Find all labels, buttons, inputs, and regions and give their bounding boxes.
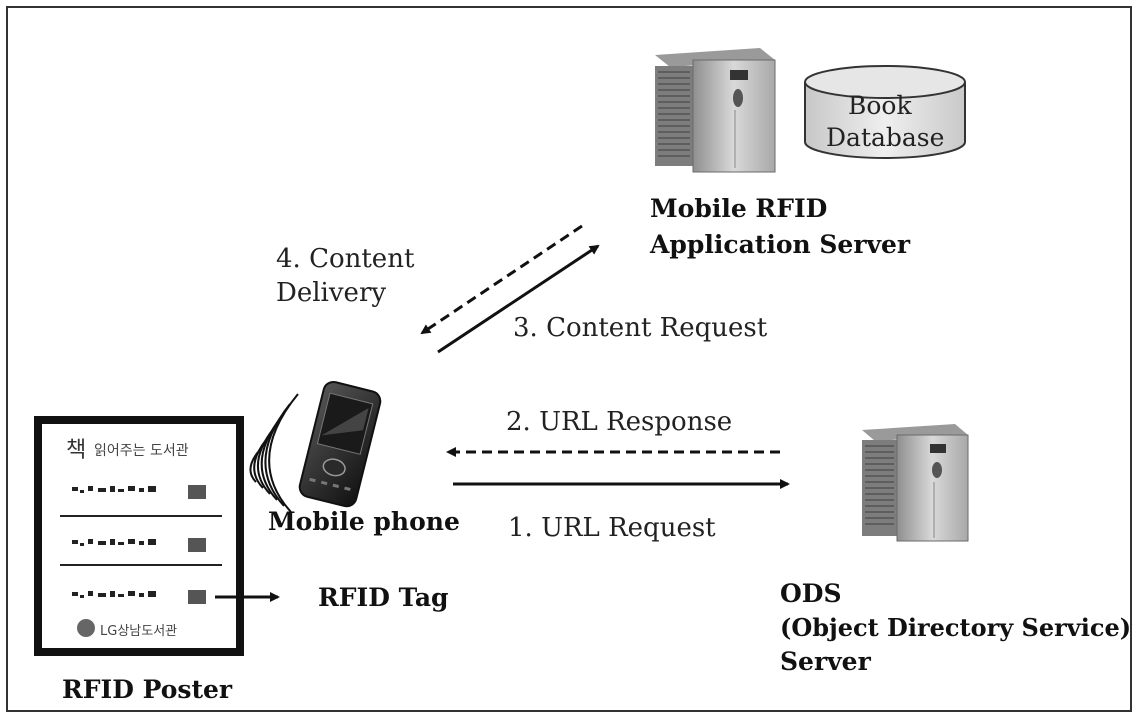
database-label-line1: Book <box>848 91 912 120</box>
poster-barcode-row <box>72 538 206 552</box>
edge-label-1: 1. URL Request <box>508 513 716 543</box>
app-server-label-line1: Mobile RFID <box>650 194 828 223</box>
poster-barcode-row <box>72 590 206 604</box>
ods-label-line1: ODS <box>780 579 842 608</box>
diagram-frame <box>6 6 1132 712</box>
rfid-poster-label: RFID Poster <box>62 675 233 704</box>
poster-footer: LG상남도서관 <box>100 624 178 639</box>
edge-label-4-line1: 4. Content <box>276 244 415 274</box>
mobile-phone-label: Mobile phone <box>268 507 460 536</box>
rfid-tag-label: RFID Tag <box>318 583 449 612</box>
lg-logo-icon <box>77 619 95 637</box>
edge-label-2: 2. URL Response <box>506 407 733 437</box>
mobile-phone-icon <box>298 380 382 508</box>
rfid-poster-icon <box>34 416 244 656</box>
poster-barcode-row <box>72 485 206 499</box>
poster-header-big: 책 <box>66 438 87 463</box>
app-server-label-line2: Application Server <box>650 230 911 259</box>
database-icon <box>804 65 966 159</box>
poster-header-small: 읽어주는 도서관 <box>94 443 189 459</box>
app-server-icon <box>655 48 776 173</box>
database-label-line2: Database <box>826 123 945 152</box>
ods-server-icon <box>862 424 969 542</box>
edge-arrow-4 <box>420 224 583 335</box>
ods-label-line2: (Object Directory Service) <box>780 613 1132 642</box>
wireless-signal-icon <box>249 393 299 513</box>
edge-label-4-line2: Delivery <box>276 278 387 308</box>
ods-label-line3: Server <box>780 647 871 676</box>
edge-arrow-3 <box>437 244 600 354</box>
edge-label-3: 3. Content Request <box>513 313 768 343</box>
